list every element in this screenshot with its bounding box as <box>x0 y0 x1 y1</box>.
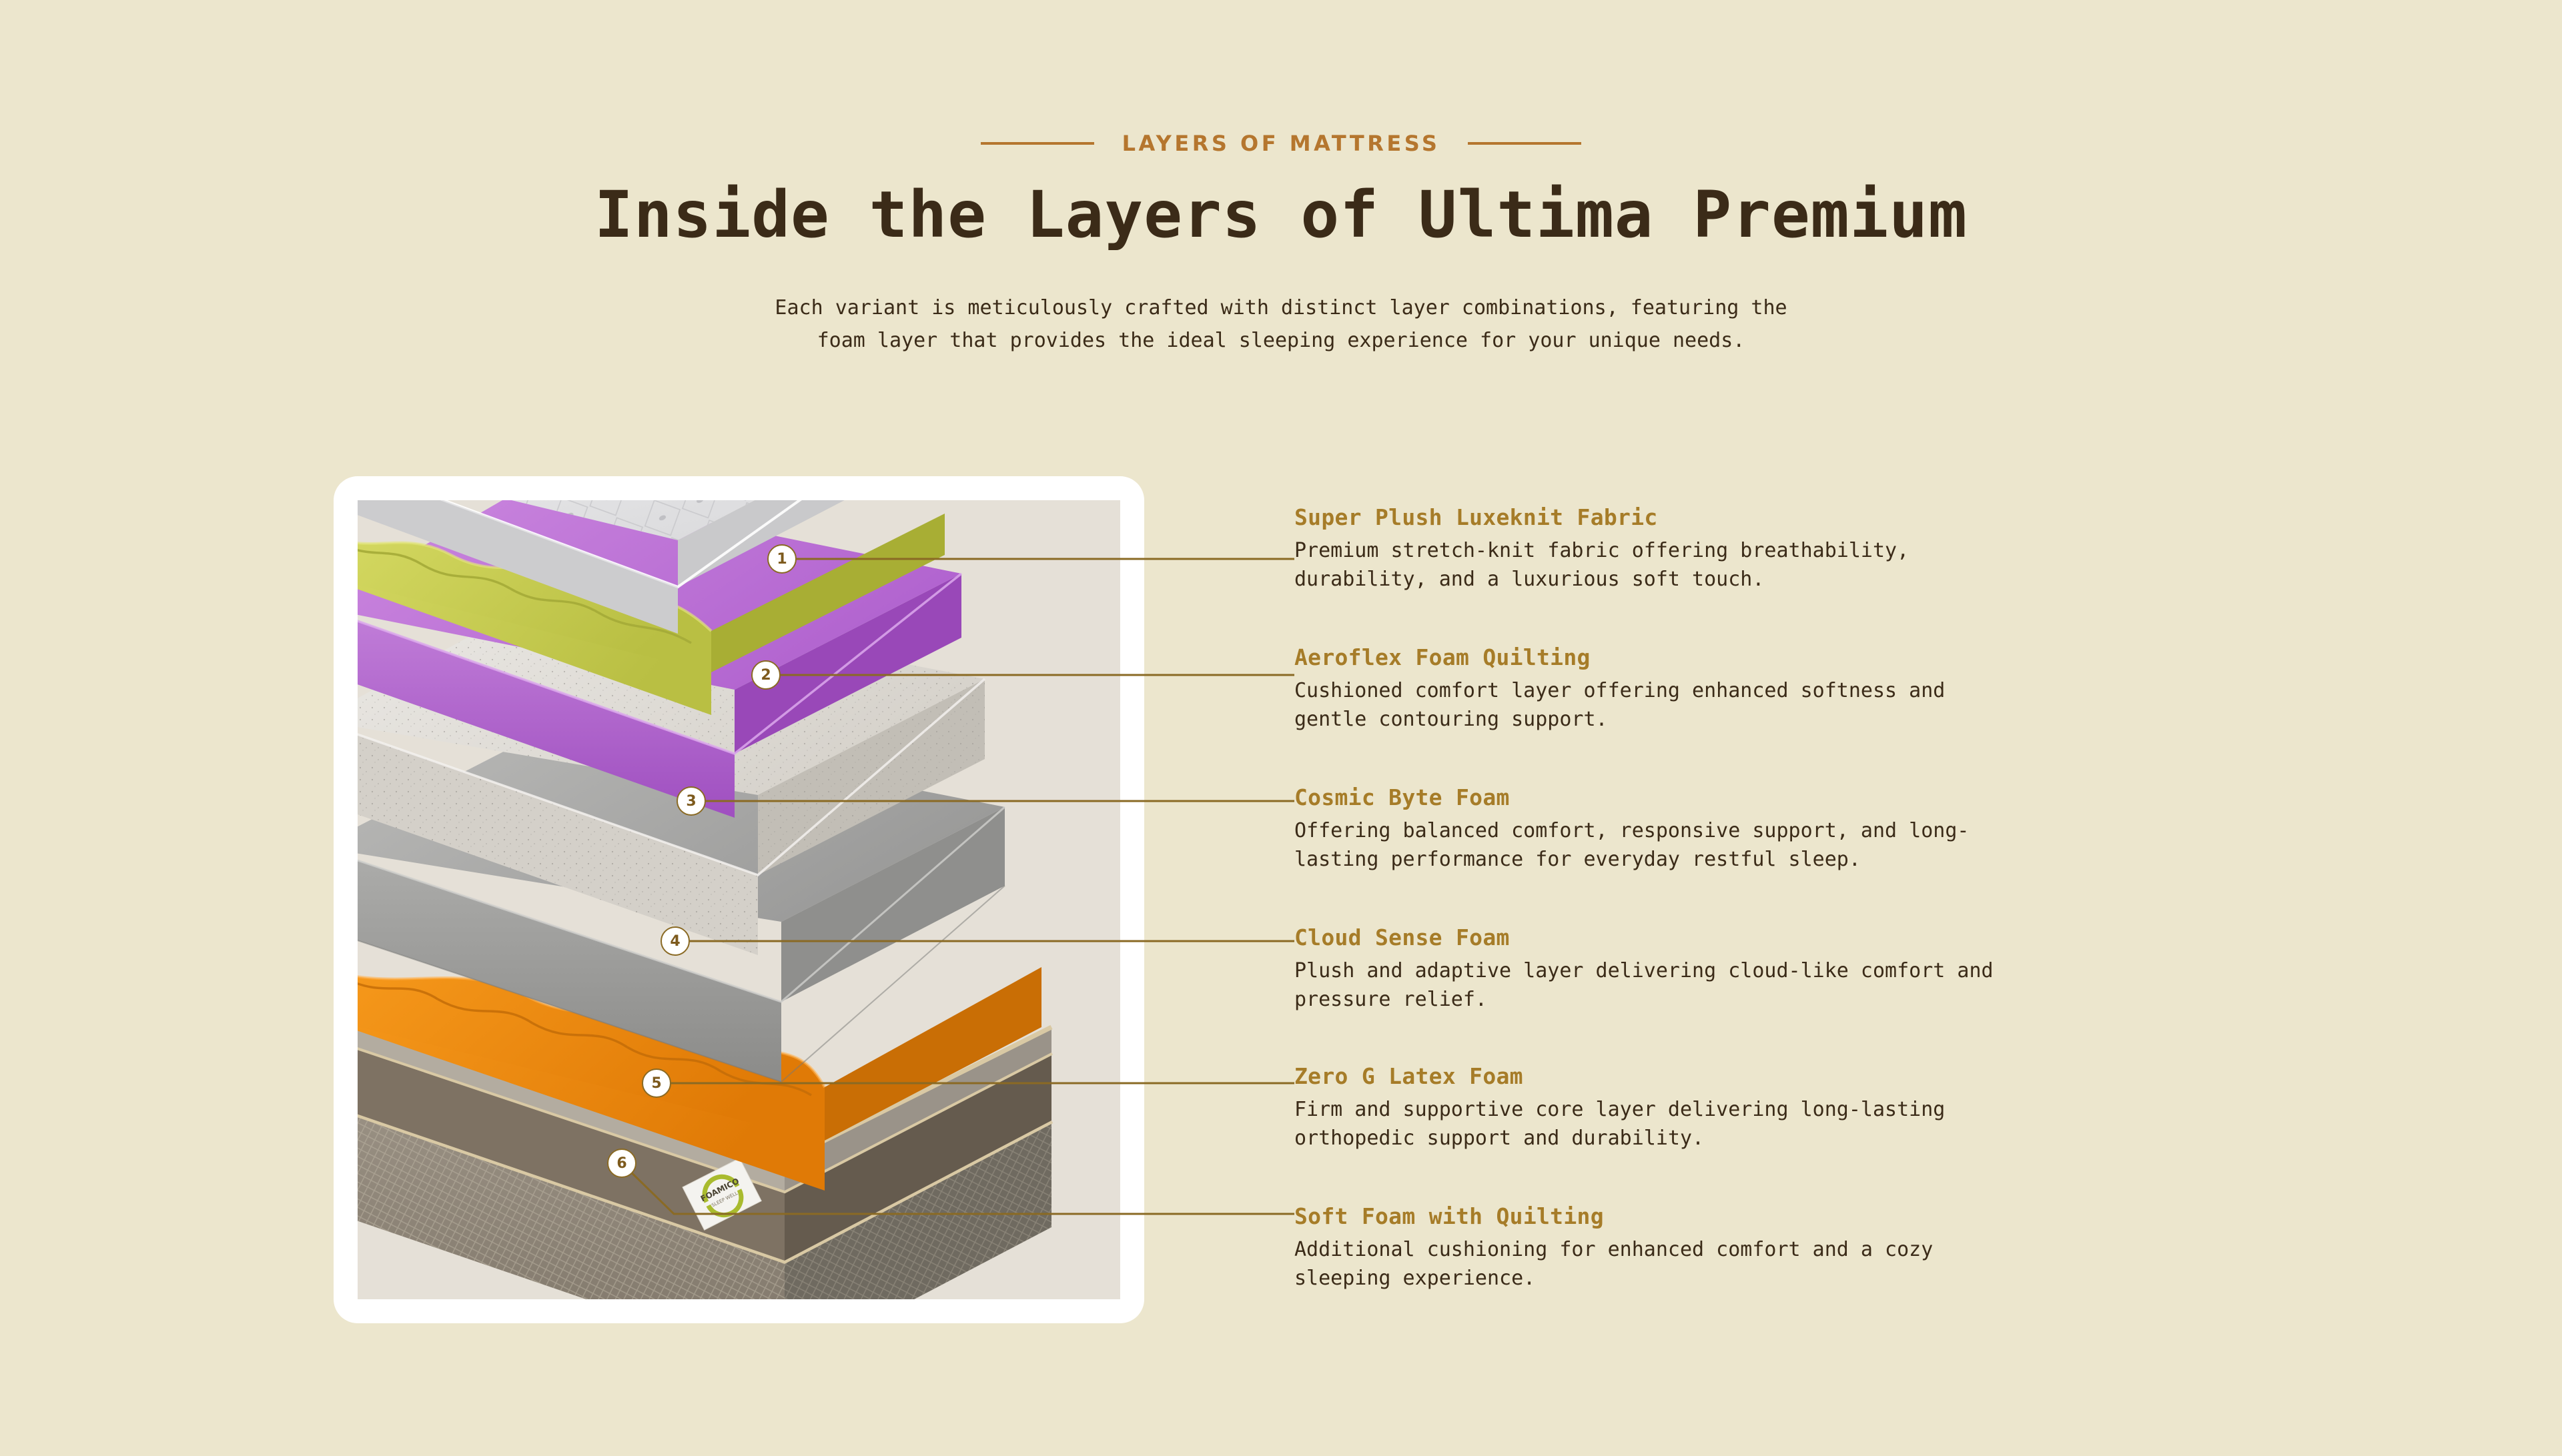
mattress-illustration-card: FOAMICO SLEEP WELL <box>334 476 1144 1323</box>
layer-description-6: Additional cushioning for enhanced comfo… <box>1294 1238 1934 1290</box>
layer-title-4: Cloud Sense Foam <box>1294 924 1510 950</box>
eyebrow-row: LAYERS OF MATTRESS <box>0 131 2562 156</box>
mattress-layers-illustration: FOAMICO SLEEP WELL <box>358 500 1053 1299</box>
eyebrow-label: LAYERS OF MATTRESS <box>1122 131 1440 156</box>
layer-description-2: Cushioned comfort layer offering enhance… <box>1294 679 1946 731</box>
layer-entry-5: Zero G Latex Foam Firm and supportive co… <box>1294 1063 2262 1153</box>
layer-title-2: Aeroflex Foam Quilting <box>1294 644 1591 670</box>
content-area: FOAMICO SLEEP WELL <box>0 476 2562 1323</box>
layer-description-5: Firm and supportive core layer deliverin… <box>1294 1098 1946 1150</box>
layer-entry-3: Cosmic Byte Foam Offering balanced comfo… <box>1294 784 2262 874</box>
layer-2-aeroflex-quilting <box>358 514 945 715</box>
eyebrow-rule-left <box>980 142 1094 145</box>
layer-6-soft-foam-orange <box>358 967 1041 1191</box>
page-header: LAYERS OF MATTRESS Inside the Layers of … <box>0 0 2562 357</box>
layer-5-zero-g-latex <box>358 720 1005 1083</box>
layer-title-6: Soft Foam with Quilting <box>1294 1203 1604 1229</box>
mattress-illustration-panel: FOAMICO SLEEP WELL <box>358 500 1120 1299</box>
layer-description-4: Plush and adaptive layer delivering clou… <box>1294 959 1994 1011</box>
layer-1-luxeknit-top <box>358 500 845 634</box>
layer-title-5: Zero G Latex Foam <box>1294 1063 1523 1089</box>
layer-entry-6: Soft Foam with Quilting Additional cushi… <box>1294 1203 2262 1293</box>
layer-entry-4: Cloud Sense Foam Plush and adaptive laye… <box>1294 924 2262 1014</box>
layer-description-3: Offering balanced comfort, responsive su… <box>1294 819 1970 871</box>
layer-description-1: Premium stretch-knit fabric offering bre… <box>1294 539 1909 591</box>
layer-entry-1: Super Plush Luxeknit Fabric Premium stre… <box>1294 504 2262 594</box>
layer-title-1: Super Plush Luxeknit Fabric <box>1294 504 1658 530</box>
eyebrow-rule-right <box>1468 142 1582 145</box>
layer-entry-2: Aeroflex Foam Quilting Cushioned comfort… <box>1294 644 2262 734</box>
layer-title-3: Cosmic Byte Foam <box>1294 784 1510 810</box>
page-title: Inside the Layers of Ultima Premium <box>594 177 1968 252</box>
page-subtitle: Each variant is meticulously crafted wit… <box>775 296 1787 352</box>
